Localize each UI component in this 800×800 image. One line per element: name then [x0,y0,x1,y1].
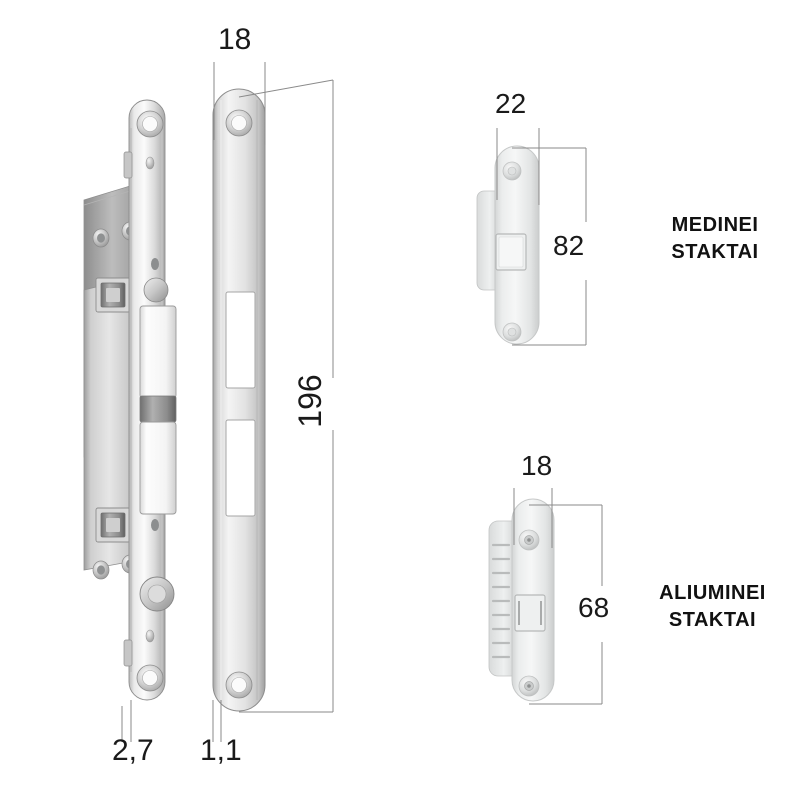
dimension-lines [121,62,603,742]
part-faceplate [212,88,266,712]
dimension-faceplate-width: 18 [218,23,252,56]
part-strike-plate-wood [476,145,540,345]
label-wooden-frame: MEDINEI STAKTAI [640,212,790,266]
dimension-alu-strike-height: 68 [578,592,610,623]
part-lock-body [83,99,177,701]
dimension-lock-depth: 2,7 [112,734,154,767]
dimension-faceplate-thickness: 1,1 [200,734,242,767]
label-wooden-frame-line1: MEDINEI [671,214,759,236]
label-aluminium-frame-line2: STAKTAI [668,609,757,631]
dimension-alu-strike-width: 18 [521,450,553,481]
part-strike-plate-alu [488,498,555,702]
dimension-faceplate-length: 196 [292,374,328,428]
label-aluminium-frame: ALIUMINEI STAKTAI [630,580,795,634]
dimension-wood-strike-width: 22 [495,88,527,119]
label-aluminium-frame-line1: ALIUMINEI [659,582,766,604]
label-wooden-frame-line2: STAKTAI [671,241,759,263]
dimension-wood-strike-height: 82 [553,230,585,261]
